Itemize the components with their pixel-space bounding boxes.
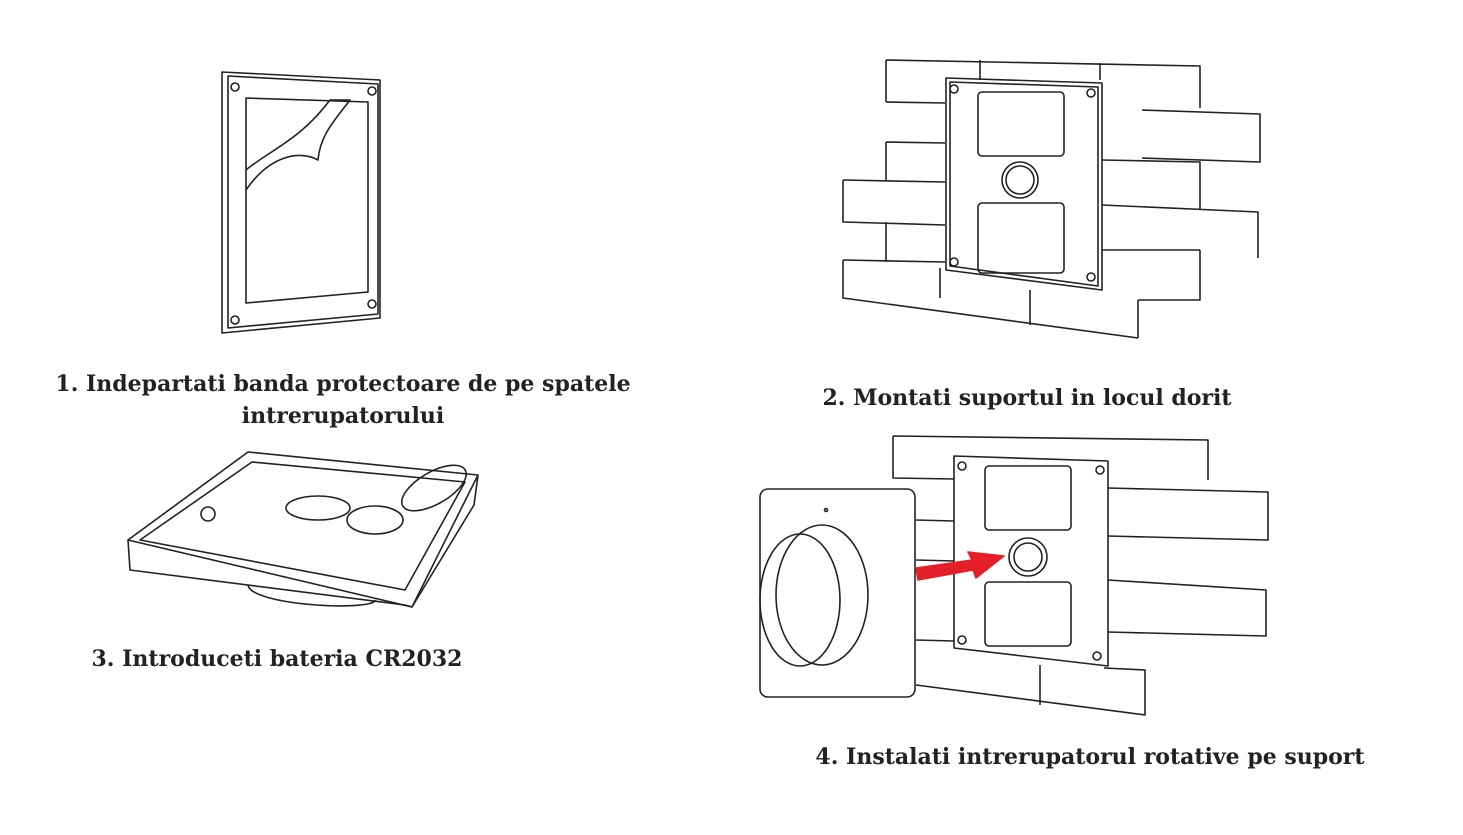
step2-caption: 2. Montati suportul in locul dorit: [822, 385, 1232, 411]
step4-install-illustration: [759, 435, 1269, 716]
step1-caption: 1. Indepartati banda protectoare de pe s…: [40, 368, 646, 432]
step3-battery-illustration: [127, 451, 479, 608]
step1-caption-line1: 1. Indepartati banda protectoare de pe s…: [55, 371, 631, 397]
step1-plate-illustration: [221, 71, 381, 334]
insert-arrow-icon: [915, 551, 1005, 581]
step2-wall-mount-illustration: [842, 59, 1261, 339]
step4-caption: 4. Instalati intrerupatorul rotative pe …: [815, 744, 1365, 770]
step1-caption-line2: intrerupatorului: [241, 403, 445, 429]
step3-caption: 3. Introduceti bateria CR2032: [91, 646, 463, 672]
